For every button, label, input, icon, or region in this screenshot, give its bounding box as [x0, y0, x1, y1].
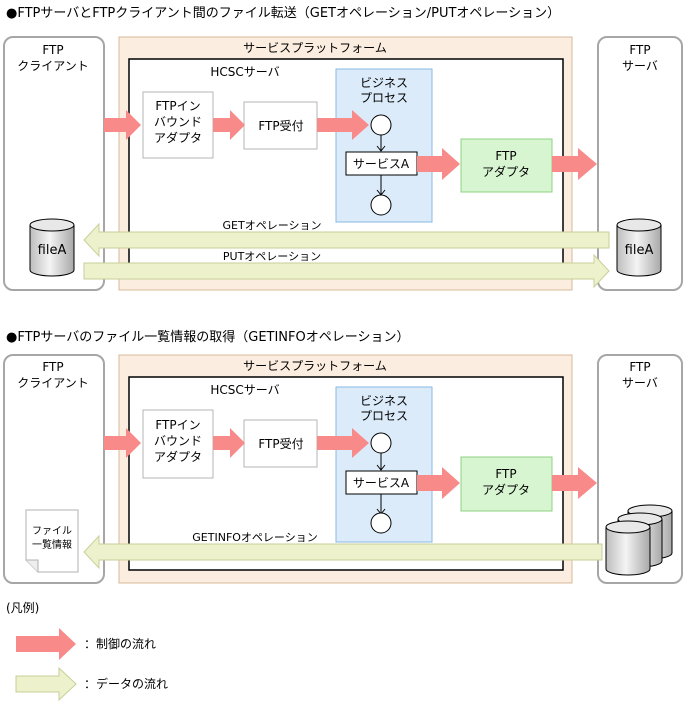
- put-data-flow-arrow: [83, 253, 610, 289]
- service-a-label: サービスA: [353, 476, 410, 490]
- ftp-adapter: [460, 138, 553, 193]
- server-file-cylinder: fileA: [616, 218, 662, 277]
- legend: (凡例) ：制御の流れ ：データの流れ: [6, 601, 168, 702]
- hcsc-server-label: HCSCサーバ: [210, 383, 279, 397]
- process-start-node: [370, 432, 392, 454]
- client-file-label: fileA: [38, 243, 67, 258]
- process-end-node: [370, 512, 392, 534]
- section1-title: ●FTPサーバとFTPクライアント間のファイル転送（GETオペレーション/PUT…: [6, 6, 560, 21]
- control-flow-arrow: [317, 110, 369, 140]
- file-list-document-icon: ファイル 一覧情報: [25, 509, 79, 573]
- control-flow-arrow: [552, 467, 597, 499]
- ftp-inbound-adapter-label: FTPイン: [155, 418, 200, 432]
- get-data-flow-arrow: [83, 222, 610, 258]
- getinfo-data-flow-arrow: [83, 534, 603, 570]
- server-file-label: fileA: [625, 243, 654, 258]
- file-list-label: 一覧情報: [32, 538, 72, 551]
- client-file-cylinder: fileA: [29, 218, 75, 277]
- hcsc-server-label: HCSCサーバ: [210, 65, 279, 79]
- ftp-inbound-adapter-label: FTPイン: [155, 99, 200, 113]
- legend-title: (凡例): [6, 601, 39, 615]
- legend-control-label: ：制御の流れ: [84, 636, 156, 651]
- business-process-label: プロセス: [360, 409, 408, 423]
- business-process-label: ビジネス: [360, 76, 408, 90]
- ftp-inbound-adapter-label: バウンド: [154, 115, 202, 129]
- section-file-transfer: ●FTPサーバとFTPクライアント間のファイル転送（GETオペレーション/PUT…: [3, 6, 683, 291]
- ftp-client-label: FTP: [42, 360, 63, 374]
- control-flow-arrow: [104, 428, 141, 458]
- business-process-label: ビジネス: [360, 394, 408, 408]
- ftp-adapter-label: アダプタ: [482, 164, 530, 179]
- ftp-reception: [243, 419, 318, 468]
- ftp-server-label: サーバ: [622, 59, 658, 73]
- get-operation-label: GETオペレーション: [223, 219, 322, 232]
- control-flow-arrow: [417, 467, 460, 499]
- control-flow-arrow: [104, 110, 141, 140]
- ftp-reception-label: FTP受付: [258, 119, 303, 133]
- ftp-adapter-label: FTP: [495, 149, 516, 163]
- ftp-client-label: クライアント: [17, 59, 89, 73]
- file-list-label: ファイル: [32, 526, 72, 537]
- ftp-adapter: [460, 456, 553, 512]
- legend-data-arrow: [15, 666, 77, 702]
- service-platform-label: サービスプラットフォーム: [243, 359, 387, 373]
- control-flow-arrow: [417, 148, 460, 180]
- control-flow-arrow: [213, 110, 245, 140]
- ftp-inbound-adapter-label: アダプタ: [154, 449, 202, 464]
- put-operation-label: PUTオペレーション: [223, 250, 321, 263]
- control-flow-arrow: [317, 428, 369, 458]
- control-flow-arrow: [552, 148, 597, 180]
- service-platform-label: サービスプラットフォーム: [243, 41, 387, 55]
- ftp-reception: [243, 101, 318, 150]
- server-storage-icon: [605, 504, 673, 576]
- business-process-label: プロセス: [360, 91, 408, 105]
- process-flow-arrowhead: [376, 464, 386, 471]
- ftp-adapter-label: FTP: [495, 467, 516, 481]
- process-start-node: [370, 114, 392, 136]
- ftp-server-label: サーバ: [622, 376, 658, 390]
- service-a-label: サービスA: [353, 157, 410, 171]
- getinfo-operation-label: GETINFOオペレーション: [192, 531, 317, 544]
- ftp-inbound-adapter: [142, 409, 214, 479]
- control-flow-arrow: [213, 428, 245, 458]
- process-end-node: [370, 194, 392, 216]
- legend-control-arrow: [16, 628, 76, 660]
- legend-data-label: ：データの流れ: [84, 676, 168, 691]
- ftp-reception-label: FTP受付: [258, 437, 303, 451]
- section-file-list: ●FTPサーバのファイル一覧情報の取得（GETINFOオペレーション） FTP …: [3, 329, 683, 584]
- ftp-client-box: [3, 36, 105, 291]
- ftp-inbound-adapter-label: アダプタ: [154, 130, 202, 145]
- section2-title: ●FTPサーバのファイル一覧情報の取得（GETINFOオペレーション）: [6, 329, 409, 345]
- ftp-inbound-adapter-label: バウンド: [154, 434, 202, 448]
- ftp-server-label: FTP: [629, 43, 650, 57]
- ftp-server-label: FTP: [629, 360, 650, 374]
- ftp-adapter-label: アダプタ: [482, 482, 530, 497]
- ftp-client-label: クライアント: [17, 376, 89, 390]
- ftp-client-label: FTP: [42, 43, 63, 57]
- process-flow-arrowhead: [376, 145, 386, 152]
